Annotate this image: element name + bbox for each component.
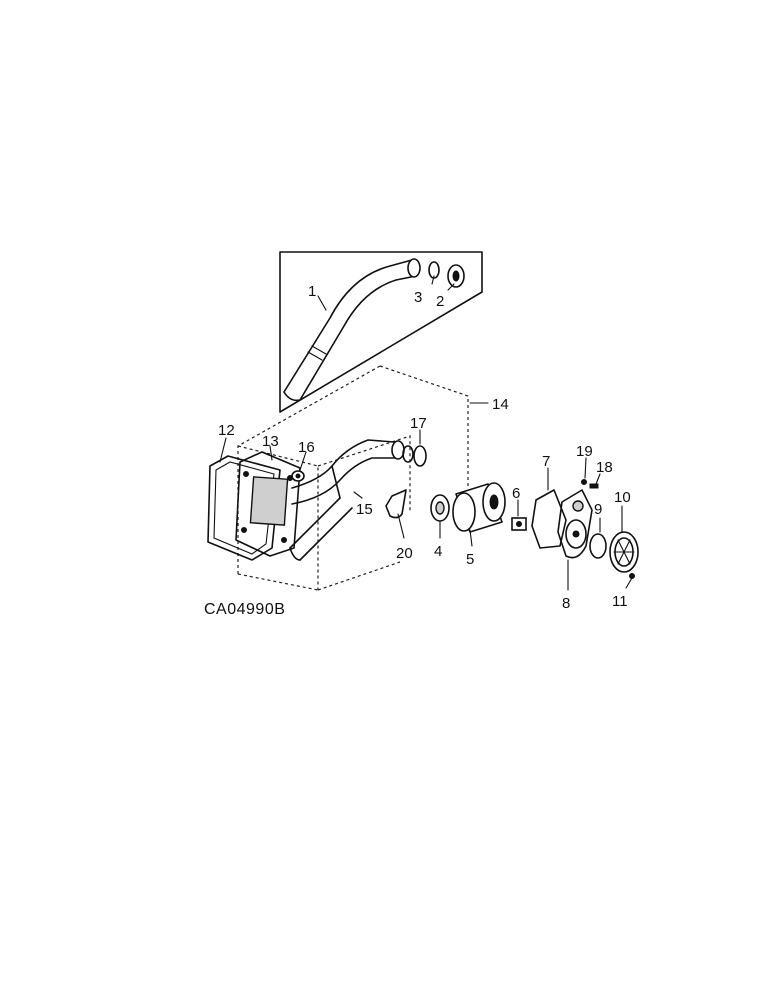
o-ring-part-9 <box>589 533 607 559</box>
callout-5: 5 <box>466 551 474 568</box>
callout-1: 1 <box>308 283 316 300</box>
inset-panel <box>279 251 483 413</box>
gasket-part-7 <box>531 489 567 549</box>
fitting-part-6 <box>511 517 527 531</box>
callout-6: 6 <box>512 485 520 502</box>
callout-11: 11 <box>612 593 628 610</box>
callout-17: 17 <box>410 415 427 432</box>
bushing-part-4 <box>430 494 450 522</box>
callout-15: 15 <box>356 501 373 518</box>
cover-part-8 <box>557 489 593 559</box>
callout-7: 7 <box>542 453 550 470</box>
callout-12: 12 <box>218 422 235 439</box>
callout-20: 20 <box>396 545 413 562</box>
callout-14: 14 <box>492 396 509 413</box>
callout-3: 3 <box>414 289 422 306</box>
housing-outline <box>237 365 469 591</box>
seal-part-2 <box>447 264 465 288</box>
bolt-part-18 <box>589 483 599 489</box>
callout-2: 2 <box>436 293 444 310</box>
callout-18: 18 <box>596 459 613 476</box>
callout-9: 9 <box>594 501 602 518</box>
plug-part-16 <box>291 470 305 482</box>
tube-part-1 <box>283 258 421 402</box>
callout-4: 4 <box>434 543 442 560</box>
callouts: 1 2 3 14 12 13 16 17 15 20 4 5 6 7 8 19 … <box>218 283 631 612</box>
cover-part-13 <box>235 451 301 557</box>
reference-code: CA04990B <box>204 601 285 618</box>
o-ring-part-17 <box>413 445 427 467</box>
gasket-part-12 <box>207 455 281 561</box>
callout-10: 10 <box>614 489 631 506</box>
leader-lines <box>219 275 633 591</box>
screw-part-19 <box>581 479 587 485</box>
callout-13: 13 <box>262 433 279 450</box>
cap-part-10 <box>609 531 639 573</box>
callout-8: 8 <box>562 595 570 612</box>
clip-part-20 <box>385 489 407 519</box>
pipe-part-15 <box>289 439 414 561</box>
inset-border <box>279 251 483 413</box>
callout-16: 16 <box>298 439 315 456</box>
filter-part-5 <box>452 482 506 533</box>
callout-19: 19 <box>576 443 593 460</box>
